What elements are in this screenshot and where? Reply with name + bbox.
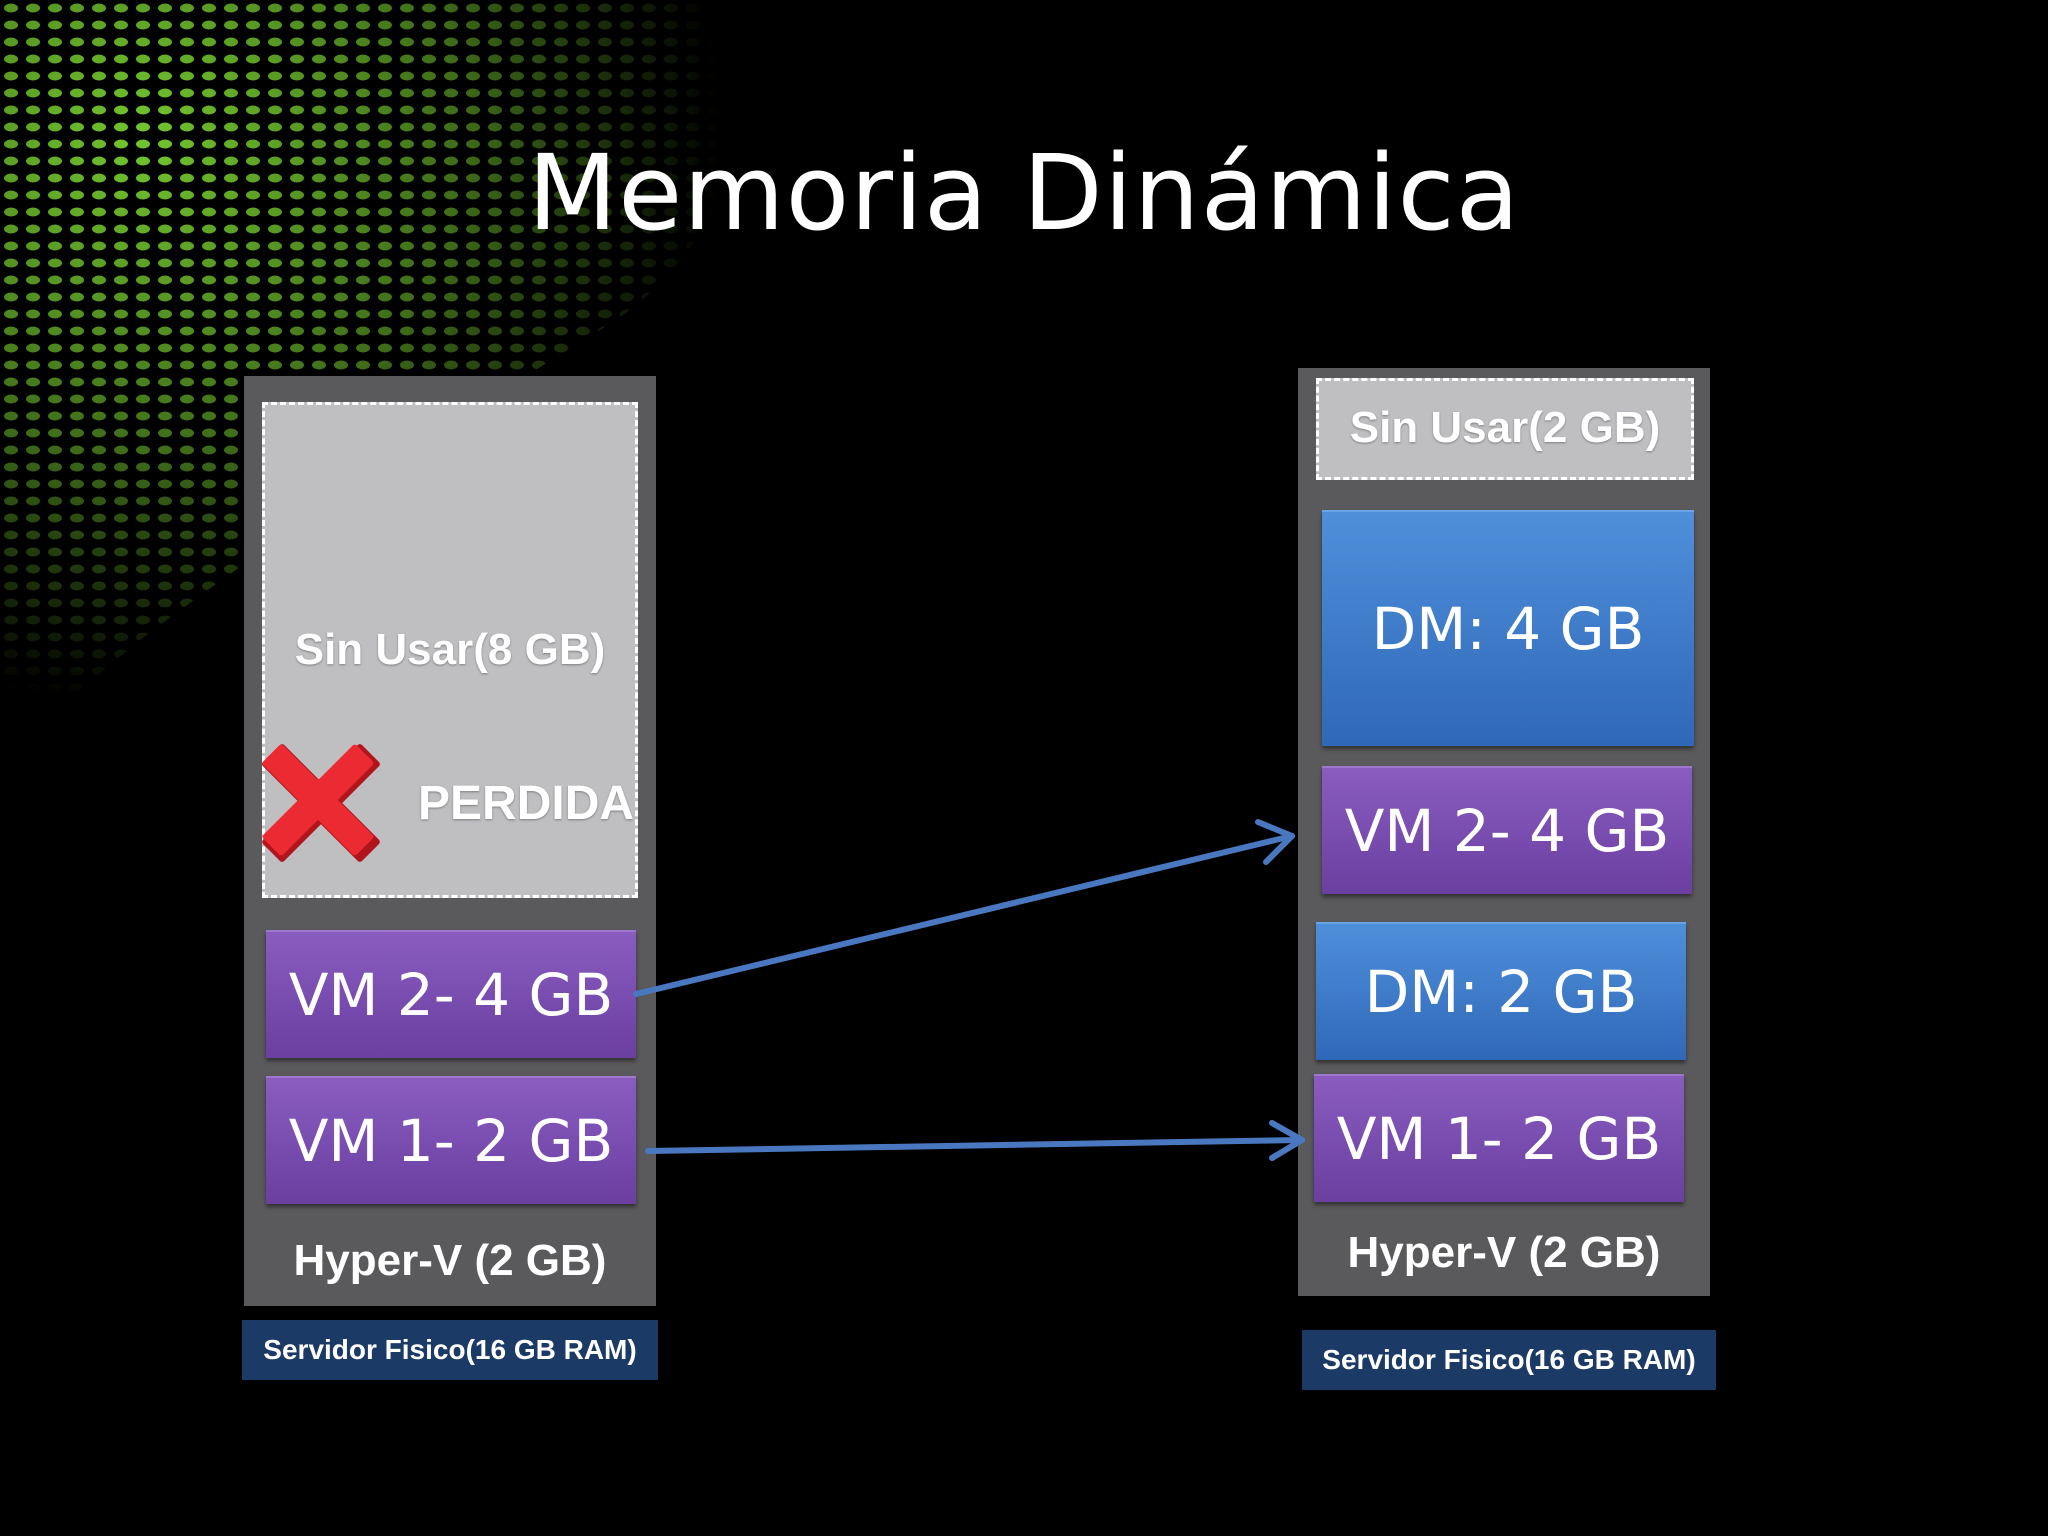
arrow-icon [633,819,1295,997]
physical-server-label-before: Servidor Fisico(16 GB RAM) [242,1320,658,1380]
arrow-icon [645,1120,1305,1161]
dynamic-memory-block-large: DM: 4 GB [1322,510,1694,746]
vm1-block-before: VM 1- 2 GB [266,1076,636,1204]
unused-memory-label-before: Sin Usar(8 GB) [294,625,606,674]
physical-server-label-after: Servidor Fisico(16 GB RAM) [1302,1330,1716,1390]
vm2-block-after: VM 2- 4 GB [1322,766,1692,894]
vm1-block-after: VM 1- 2 GB [1314,1074,1684,1202]
vm2-block-before: VM 2- 4 GB [266,930,636,1058]
dynamic-memory-block-small: DM: 2 GB [1316,922,1686,1060]
slide-title: Memoria Dinámica [527,132,1521,254]
hyperv-label-after: Hyper-V (2 GB) [1347,1228,1661,1277]
unused-memory-block-after: Sin Usar(2 GB) [1316,378,1694,480]
lost-memory-label: PERDIDA [418,777,635,830]
hyperv-label-before: Hyper-V (2 GB) [293,1236,607,1285]
red-x-icon [262,744,380,862]
unused-memory-label-after: Sin Usar(2 GB) [1349,403,1661,452]
